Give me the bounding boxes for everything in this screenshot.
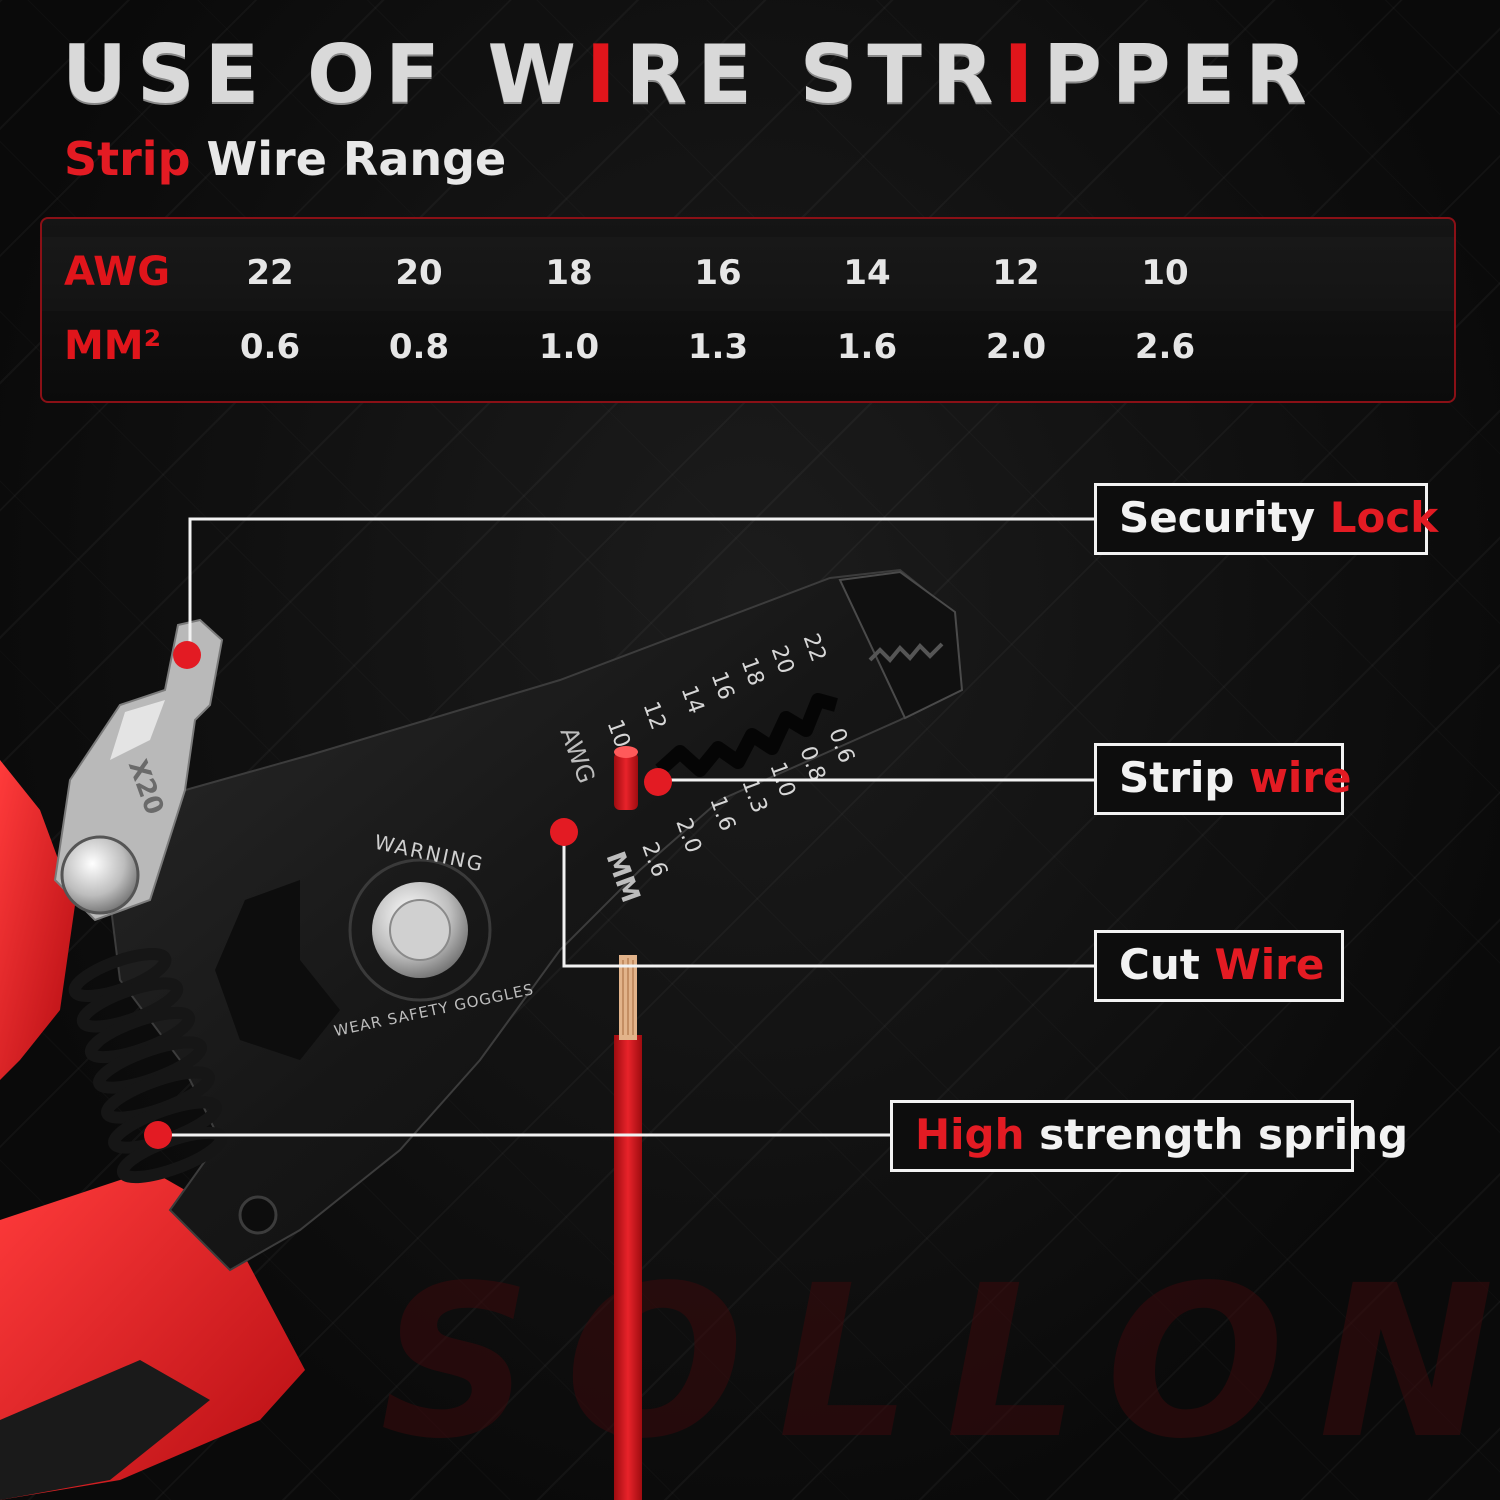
awg-value: 14	[843, 253, 891, 293]
mm-row: MM² 0.6 0.8 1.0 1.3 1.6 2.0 2.6	[42, 311, 1454, 385]
awg-value: 20	[395, 253, 443, 293]
blade-cutout	[215, 880, 340, 1060]
mm-value: 0.8	[388, 327, 450, 367]
brand-watermark: SOLLON	[380, 1240, 1500, 1485]
strip-wire-callout: Strip wire	[1094, 743, 1352, 815]
handle-grip	[0, 1360, 210, 1500]
awg-value: 18	[545, 253, 593, 293]
security-lock-callout: Security Lock	[1094, 483, 1438, 555]
security-lock-leader	[188, 517, 1096, 650]
awg-row-label: AWG	[64, 249, 171, 295]
mm-value: 1.3	[687, 327, 749, 367]
awg-value: 10	[1141, 253, 1189, 293]
mm-value: 1.0	[538, 327, 600, 367]
mm-value: 2.0	[985, 327, 1047, 367]
page-title: USE OF WIRE STRIPPER	[62, 28, 1317, 121]
cut-wire-marker	[550, 818, 578, 846]
pivot-ring	[348, 858, 492, 1002]
awg-row: AWG 22 20 18 16 14 12 10	[42, 237, 1454, 311]
screw-hole	[238, 1195, 278, 1235]
mm-value: 2.6	[1134, 327, 1196, 367]
spring-callout: High strength spring	[890, 1100, 1408, 1172]
security-lock-marker	[173, 641, 201, 669]
red-wire	[614, 1035, 642, 1500]
mm-row-label: MM²	[64, 323, 162, 369]
upper-handle	[0, 760, 75, 1080]
spring-coils	[68, 947, 228, 1184]
pivot-bolt-center	[389, 899, 451, 961]
mm-stamp-2-0: 2.0	[670, 815, 705, 856]
copper-strands	[622, 958, 634, 1035]
strip-wire-marker	[644, 768, 672, 796]
short-wire-end	[614, 746, 638, 758]
section-subtitle: Strip Wire Range	[64, 132, 507, 186]
cut-wire-leader	[562, 830, 1096, 968]
short-wire-piece	[614, 752, 638, 810]
strip-range-table: AWG 22 20 18 16 14 12 10 MM² 0.6 0.8 1.0…	[40, 217, 1456, 403]
mm-stamp-1-6: 1.6	[704, 793, 739, 834]
cutter-jaw	[838, 570, 964, 720]
lock-lever-highlight	[110, 700, 165, 760]
awg-value: 12	[992, 253, 1040, 293]
awg-value: 16	[694, 253, 742, 293]
cut-wire-callout: Cut Wire	[1094, 930, 1344, 1002]
stripping-notches	[655, 693, 838, 777]
awg-value: 22	[246, 253, 294, 293]
leader-lines	[160, 517, 1096, 1137]
lock-rivet	[60, 835, 140, 915]
mm-value: 0.6	[239, 327, 301, 367]
mm-value: 1.6	[836, 327, 898, 367]
spring-marker	[144, 1121, 172, 1149]
serrated-jaw-teeth	[868, 642, 944, 663]
